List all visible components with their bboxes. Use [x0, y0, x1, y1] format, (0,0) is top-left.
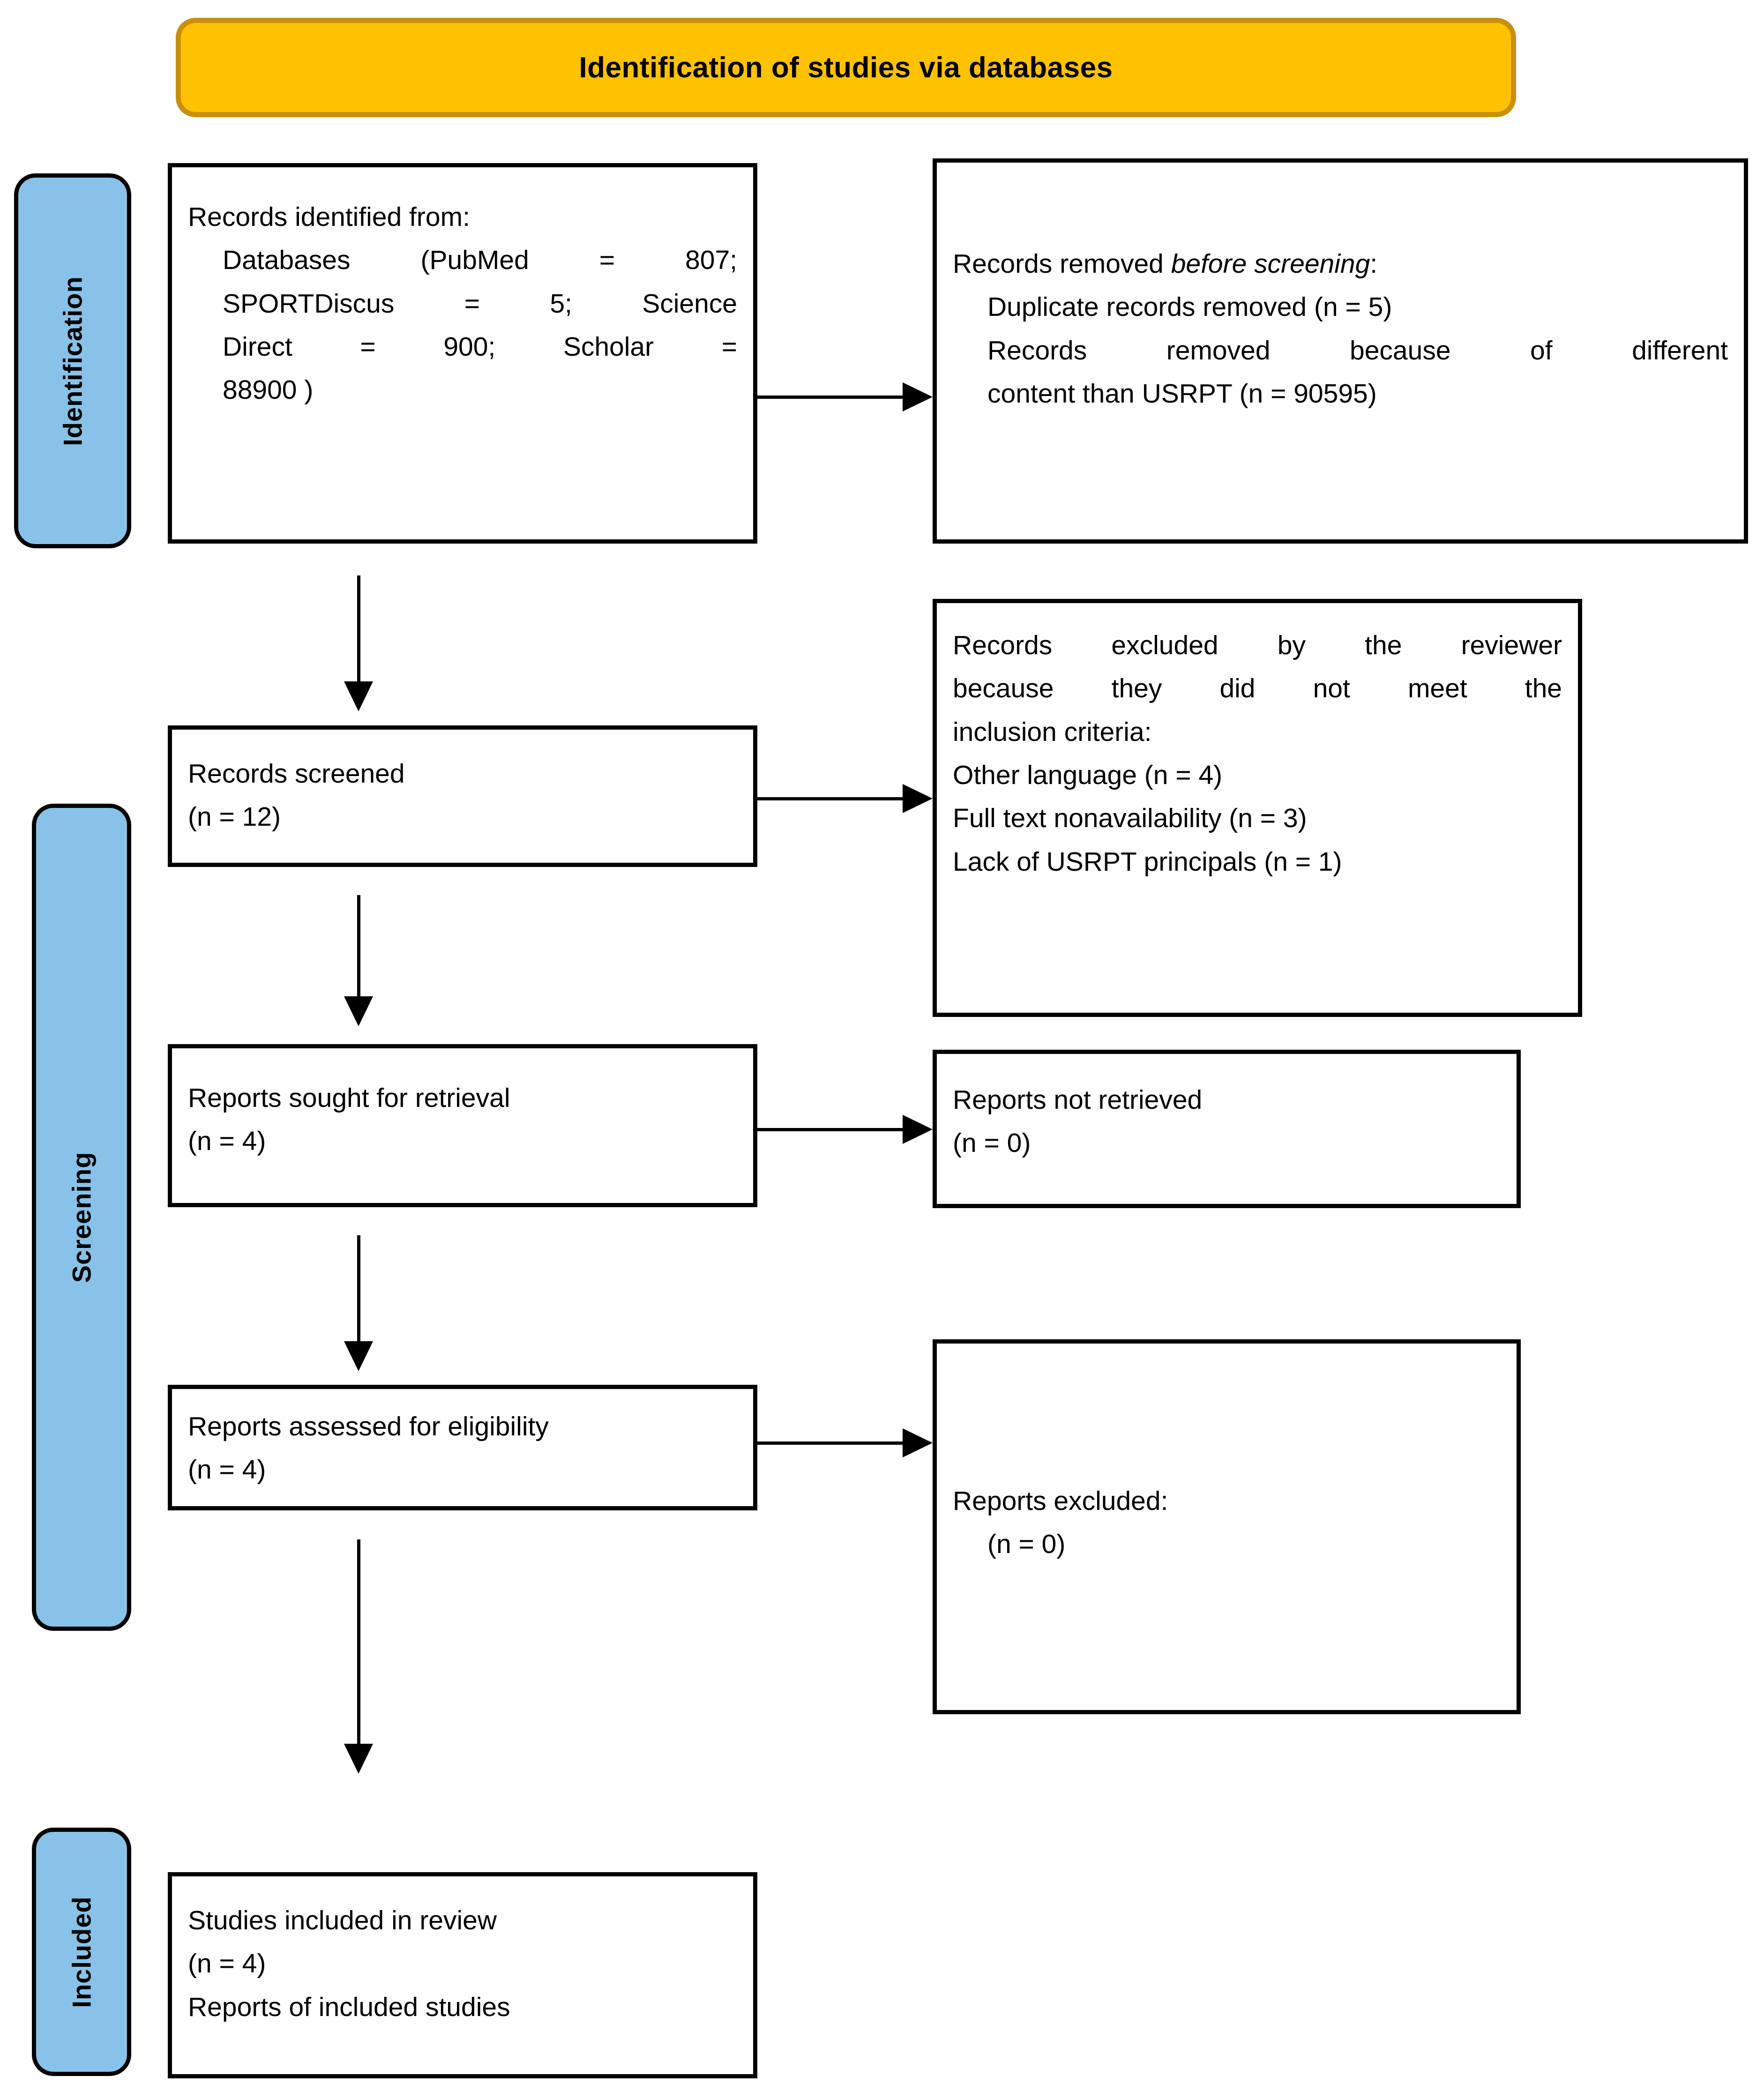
banner-title: Identification of studies via databases	[579, 51, 1113, 84]
arrow-head	[903, 784, 933, 813]
arrow-sought-to-assessed	[344, 1235, 373, 1371]
reports-not-retrieved-line-1: Reports not retrieved	[953, 1085, 1203, 1115]
box-records-identified: Records identified from: Databases (PubM…	[168, 163, 757, 544]
records-removed-heading-post: :	[1370, 249, 1378, 279]
reports-excluded-line-2: (n = 0)	[987, 1529, 1066, 1560]
records-removed-heading-emphasis: before screening	[1171, 249, 1370, 279]
reports-not-retrieved-line-2: (n = 0)	[953, 1128, 1031, 1158]
arrow-identified-to-screened	[344, 575, 373, 711]
arrow-shaft	[757, 1441, 907, 1445]
records-excluded-reason-2: Full text nonavailability (n = 3)	[953, 803, 1307, 834]
stage-bar-included: Included	[32, 1828, 131, 2076]
studies-included-line-1: Studies included in review	[188, 1905, 497, 1935]
arrow-shaft	[757, 396, 907, 399]
records-removed-heading-pre: Records removed	[953, 249, 1171, 279]
box-studies-included: Studies included in review (n = 4) Repor…	[168, 1872, 757, 2078]
records-excluded-line-1: Records excluded by the reviewer	[953, 630, 1562, 660]
records-identified-line-3: Direct = 900; Scholar =	[223, 331, 737, 362]
arrow-shaft	[357, 1539, 360, 1744]
records-removed-heading: Records removed before screening:	[953, 242, 1728, 285]
records-excluded-reason-1: Other language (n = 4)	[953, 760, 1223, 790]
records-excluded-line-2: because they did not meet the	[953, 673, 1562, 704]
records-screened-line-1: Records screened	[188, 759, 405, 789]
stage-label-screening: Screening	[67, 1151, 97, 1283]
box-records-screened: Records screened (n = 12)	[168, 725, 757, 867]
arrow-identified-to-removed	[757, 382, 933, 412]
banner-identification-via-databases: Identification of studies via databases	[176, 18, 1516, 117]
arrow-shaft	[757, 1128, 907, 1131]
arrow-shaft	[357, 575, 360, 681]
arrow-head	[344, 681, 373, 711]
arrow-head	[903, 382, 933, 411]
arrow-head	[344, 1744, 373, 1774]
arrow-assessed-to-reports-excluded	[757, 1428, 933, 1458]
arrow-screened-to-sought	[344, 895, 373, 1026]
box-reports-assessed: Reports assessed for eligibility (n = 4)	[168, 1385, 757, 1510]
box-reports-sought: Reports sought for retrieval (n = 4)	[168, 1044, 757, 1207]
records-excluded-line-3: inclusion criteria:	[953, 717, 1152, 747]
arrow-head	[344, 996, 373, 1026]
records-identified-heading: Records identified from:	[188, 202, 470, 232]
box-reports-excluded: Reports excluded: (n = 0)	[933, 1339, 1521, 1714]
records-screened-line-2: (n = 12)	[188, 802, 281, 832]
reports-assessed-line-1: Reports assessed for eligibility	[188, 1411, 549, 1441]
arrow-assessed-to-included	[344, 1539, 373, 1774]
records-removed-line-3: content than USRPT (n = 90595)	[987, 378, 1377, 409]
reports-sought-line-2: (n = 4)	[188, 1126, 266, 1157]
records-identified-line-4: 88900 )	[223, 375, 314, 405]
records-identified-line-2: SPORTDiscus = 5; Science	[223, 288, 737, 319]
stage-label-identification: Identification	[58, 276, 88, 446]
arrow-head	[903, 1115, 933, 1144]
records-identified-line-1: Databases (PubMed = 807;	[223, 245, 737, 276]
stage-bar-identification: Identification	[14, 173, 131, 548]
box-records-excluded: Records excluded by the reviewer because…	[933, 599, 1582, 1017]
studies-included-line-3: Reports of included studies	[188, 1992, 510, 2022]
arrow-shaft	[357, 895, 360, 996]
arrow-head	[903, 1428, 933, 1457]
arrow-shaft	[357, 1235, 360, 1341]
stage-bar-screening: Screening	[32, 804, 131, 1631]
arrow-sought-to-not-retrieved	[757, 1114, 933, 1144]
reports-excluded-line-1: Reports excluded:	[953, 1486, 1168, 1516]
reports-assessed-line-2: (n = 4)	[188, 1455, 266, 1485]
records-removed-line-2: Records removed because of different	[987, 335, 1728, 366]
arrow-shaft	[757, 797, 907, 800]
studies-included-line-2: (n = 4)	[188, 1949, 266, 1979]
arrow-screened-to-excluded	[757, 784, 933, 814]
box-reports-not-retrieved: Reports not retrieved (n = 0)	[933, 1050, 1521, 1208]
arrow-head	[344, 1341, 373, 1371]
box-records-removed: Records removed before screening: Duplic…	[933, 158, 1748, 544]
stage-label-included: Included	[67, 1896, 97, 2008]
records-removed-line-1: Duplicate records removed (n = 5)	[987, 292, 1392, 322]
reports-sought-line-1: Reports sought for retrieval	[188, 1083, 510, 1113]
records-excluded-reason-3: Lack of USRPT principals (n = 1)	[953, 846, 1342, 877]
